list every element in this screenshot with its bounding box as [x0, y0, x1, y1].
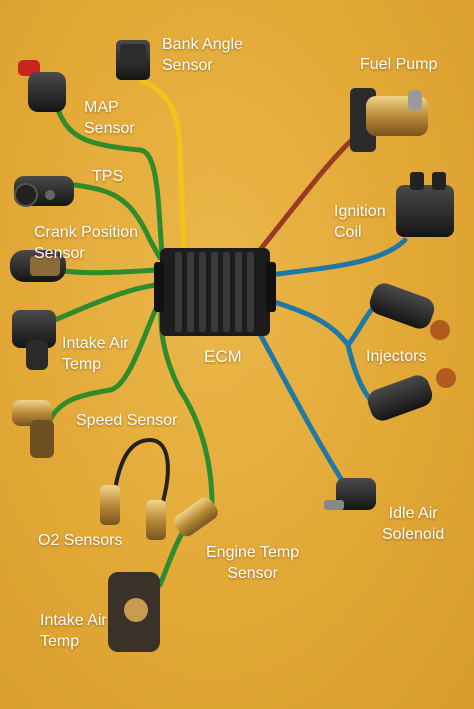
label-ecm: ECM	[204, 347, 242, 366]
label-engine-temp-sensor: Engine Temp Sensor	[206, 544, 300, 582]
label-tps: TPS	[92, 168, 124, 185]
fuel-pump-part	[350, 88, 428, 152]
label-fuel-pump: Fuel Pump	[360, 56, 438, 73]
o2-sensors-part	[100, 437, 170, 540]
crank-position-sensor-part	[10, 250, 66, 282]
wire-group	[47, 77, 408, 588]
wire-injectors	[265, 297, 385, 413]
wire-speed	[47, 297, 163, 423]
label-intake-air-temp-top: Intake Air Temp	[62, 335, 129, 373]
ignition-coil-part	[396, 172, 454, 237]
label-crank-position-sensor: Crank Position Sensor	[34, 224, 139, 262]
intake-air-temp-bottom-part	[108, 572, 160, 652]
wire-bank-angle	[139, 77, 187, 258]
wire-crank	[52, 267, 161, 276]
label-bank-angle-sensor: Bank Angle Sensor	[162, 36, 243, 74]
intake-air-temp-top-part	[12, 310, 56, 370]
map-sensor-part	[18, 60, 66, 112]
injectors-part	[367, 283, 456, 421]
label-map-sensor: MAP Sensor	[84, 99, 135, 137]
wire-map	[55, 107, 165, 258]
label-idle-air-solenoid: Idle Air Solenoid	[382, 505, 445, 543]
label-o2-sensors: O2 Sensors	[38, 532, 123, 549]
wire-iat-top	[47, 282, 159, 325]
engine-temp-sensor-part	[174, 497, 218, 537]
bank-angle-sensor-part	[116, 40, 150, 80]
label-speed-sensor: Speed Sensor	[76, 412, 178, 429]
wire-fuel-pump	[257, 137, 355, 253]
idle-air-solenoid-part	[324, 478, 376, 510]
label-intake-air-temp-bottom: Intake Air Temp	[40, 612, 107, 650]
wire-tps	[72, 182, 163, 261]
tps-part	[14, 176, 74, 207]
wire-ignition-coil	[267, 237, 408, 278]
label-injectors: Injectors	[366, 348, 427, 365]
ecm-module	[154, 248, 276, 336]
speed-sensor-part	[12, 400, 54, 458]
wire-idle-air	[252, 322, 351, 493]
label-ignition-coil: Ignition Coil	[334, 203, 386, 241]
